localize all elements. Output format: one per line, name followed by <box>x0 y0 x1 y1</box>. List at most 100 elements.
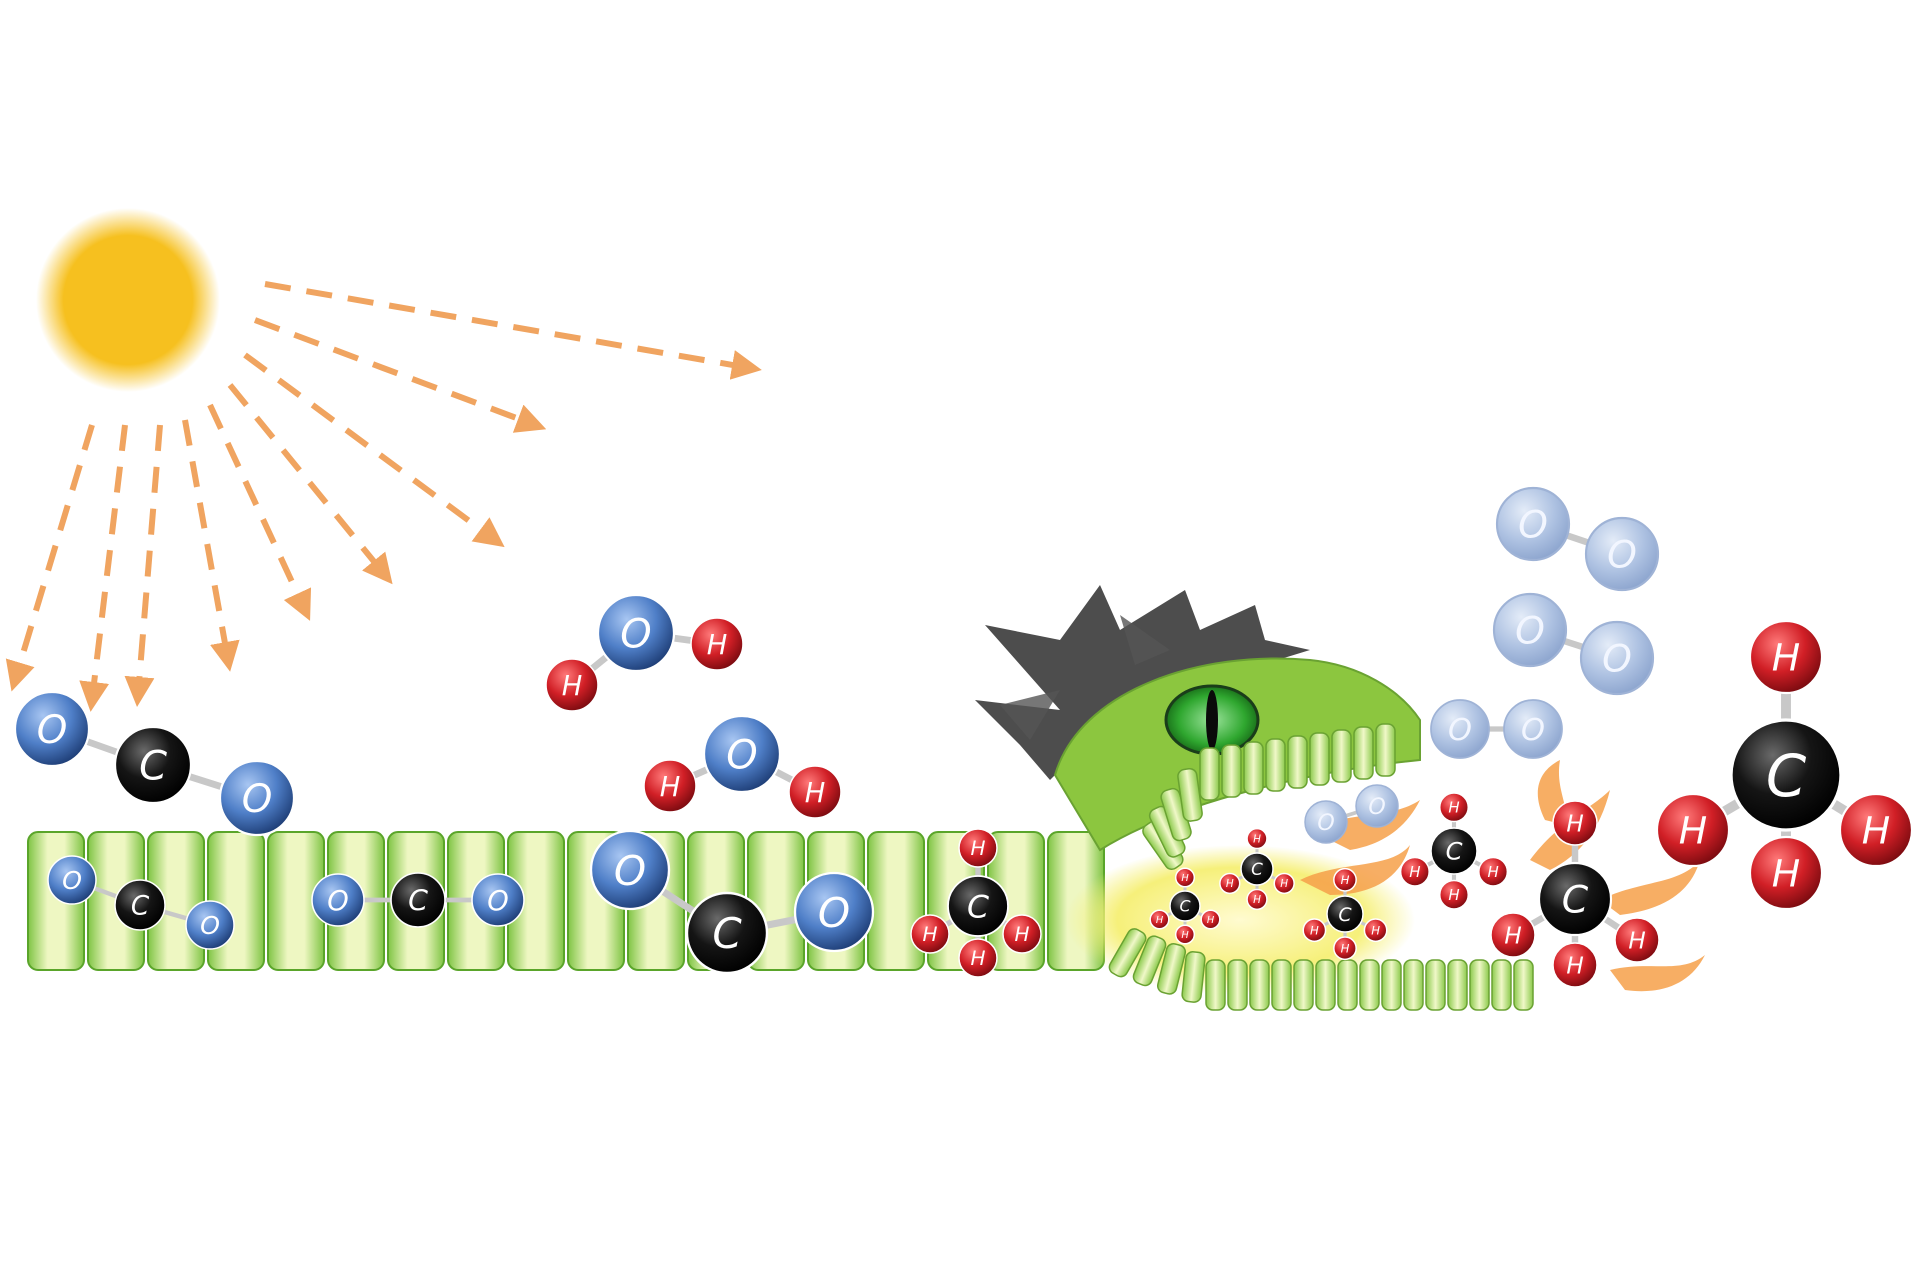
oxygen-atom: O <box>185 900 235 950</box>
hydrogen-atom: H <box>1174 924 1196 945</box>
carbon-atom: C <box>1430 827 1478 875</box>
carbon-atom: C <box>1326 895 1364 933</box>
atom-label: H <box>1409 863 1420 881</box>
atom-label: H <box>1371 923 1380 937</box>
atom-label: O <box>1602 637 1632 681</box>
upper-teeth <box>1142 723 1396 871</box>
algae-filament <box>27 831 1105 971</box>
tooth <box>1227 959 1248 1011</box>
atom-label: H <box>707 630 728 661</box>
atom-label: H <box>1679 809 1707 853</box>
oxygen-molecule: OO <box>1495 486 1660 592</box>
tooth <box>1331 729 1352 783</box>
tooth <box>1359 959 1380 1011</box>
tooth <box>1132 935 1167 987</box>
hydrogen-atom: H <box>1655 792 1731 868</box>
hydrogen-atom: H <box>1399 856 1430 887</box>
atom-label: H <box>1226 878 1234 890</box>
tooth <box>1375 723 1396 777</box>
hydrogen-atom: H <box>1552 800 1598 846</box>
atom-label: O <box>1515 609 1545 653</box>
hydrogen-atom: H <box>1614 917 1660 963</box>
cell-segment <box>207 831 265 971</box>
atom-label: O <box>620 611 651 657</box>
atom-label: O <box>242 777 273 822</box>
atom-label: C <box>139 743 167 789</box>
hydrogen-atom: H <box>958 828 998 868</box>
cell-segment <box>867 831 925 971</box>
atom-label: H <box>1566 811 1583 837</box>
hydrogen-atom: H <box>690 617 744 671</box>
hydrogen-atom: H <box>1246 827 1268 850</box>
hydrogen-atom: H <box>1174 867 1196 888</box>
oxygen-atom: O <box>311 873 365 927</box>
oxygen-atom: O <box>1584 516 1660 592</box>
oxygen-atom: O <box>702 714 782 794</box>
atom-label: C <box>1338 904 1352 926</box>
tooth <box>1271 959 1292 1011</box>
atom-label: C <box>131 892 150 922</box>
tooth <box>1513 959 1534 1011</box>
hydrogen-atom: H <box>1333 936 1357 961</box>
sun-ray-arrow <box>182 419 240 672</box>
oxygen-atom: O <box>218 759 296 837</box>
atom-label: O <box>1521 713 1545 748</box>
hydrogen-atom: H <box>1438 792 1470 823</box>
atom-label: H <box>1253 833 1261 845</box>
atom-label: O <box>818 889 850 937</box>
atom-label: H <box>1280 878 1288 890</box>
tooth <box>1469 959 1490 1011</box>
atom-label: H <box>1181 930 1189 941</box>
sun-ray-arrow <box>253 317 547 433</box>
hydrogen-atom: H <box>1552 942 1598 988</box>
oxygen-atom: O <box>1579 620 1655 696</box>
atom-label: H <box>805 778 826 809</box>
atom-label: O <box>62 866 82 895</box>
hydrogen-atom: H <box>1273 872 1295 895</box>
tooth <box>1199 747 1220 801</box>
atom-label: O <box>487 886 509 917</box>
tooth <box>1243 741 1264 795</box>
atom-label: H <box>562 671 583 702</box>
atom-label: C <box>967 889 989 925</box>
tooth <box>1315 959 1336 1011</box>
hydrogen-atom: H <box>1219 872 1241 895</box>
atom-label: O <box>1448 713 1472 748</box>
atom-label: H <box>660 772 681 803</box>
tooth <box>1221 744 1242 798</box>
atom-label: O <box>1518 503 1548 547</box>
carbon-dioxide-molecule: O C O <box>47 855 235 950</box>
atom-label: H <box>1862 809 1890 853</box>
atom-label: H <box>971 946 986 970</box>
carbon-atom: C <box>1729 718 1843 832</box>
sun-ray-arrow <box>243 352 505 548</box>
water-molecule: OH H <box>643 714 842 819</box>
oxygen-atom: O <box>471 873 525 927</box>
hydrogen-atom: H <box>1438 879 1470 910</box>
tooth <box>1309 732 1330 786</box>
atom-label: H <box>1448 886 1459 904</box>
atom-label: H <box>1772 852 1800 896</box>
tooth <box>1108 928 1147 978</box>
oxygen-atom: O <box>589 829 671 911</box>
hydrogen-atom: H <box>1363 918 1388 943</box>
atom-label: O <box>1317 811 1334 836</box>
carbon-atom: C <box>685 891 769 975</box>
hydrogen-atom: H <box>1838 792 1914 868</box>
atom-label: H <box>1156 915 1164 926</box>
tooth <box>1293 959 1314 1011</box>
atom-label: H <box>1015 922 1030 946</box>
atom-label: C <box>712 909 742 958</box>
atom-label: H <box>1504 923 1521 949</box>
atom-label: O <box>1368 795 1385 820</box>
atom-label: H <box>1341 941 1350 955</box>
